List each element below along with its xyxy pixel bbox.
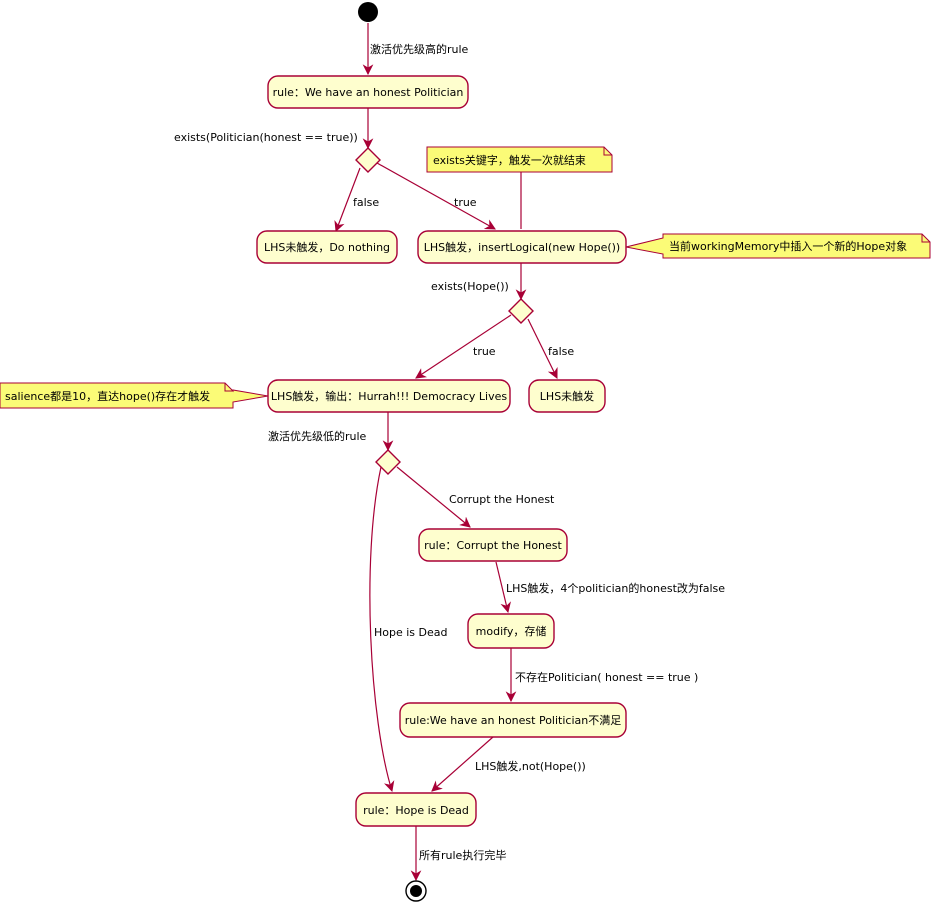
label-no-honest: 不存在Politician( honest == true )	[515, 670, 698, 684]
note-insert-memory-text: 当前workingMemory中插入一个新的Hope对象	[669, 239, 907, 253]
start-node	[358, 2, 378, 22]
decision-honest-exists	[355, 147, 381, 173]
node-rule-hope-dead-label: rule：Hope is Dead	[363, 804, 469, 817]
label-false-1: false	[353, 196, 379, 209]
node-modify-store-label: modify，存储	[476, 624, 547, 638]
edge-decision3-hope-dead	[369, 466, 395, 793]
label-all-done: 所有rule执行完毕	[419, 848, 506, 862]
decision-activate-low	[375, 449, 401, 475]
node-rule-not-satisfied-label: rule:We have an honest Politician不满足	[405, 714, 621, 727]
edge-labels: 激活优先级高的rule exists(Politician(honest == …	[174, 42, 725, 862]
node-lhs-no-label: LHS未触发，Do nothing	[264, 240, 390, 254]
node-lhs-no: LHS未触发，Do nothing	[256, 230, 398, 264]
edges	[334, 23, 558, 882]
node-rule-corrupt-label: rule：Corrupt the Honest	[424, 539, 562, 552]
note-insert-memory: 当前workingMemory中插入一个新的Hope对象	[625, 233, 931, 259]
edge-decision2-true	[415, 314, 512, 379]
node-lhs-not-fired-label: LHS未触发	[540, 389, 594, 403]
label-hope-dead-branch: Hope is Dead	[374, 626, 448, 639]
note-exists-keyword-text: exists关键字，触发一次就结束	[433, 153, 586, 167]
node-rule-honest-label: rule：We have an honest Politician	[273, 86, 464, 99]
node-lhs-hurrah-label: LHS触发，输出：Hurrah!!! Democracy Lives	[271, 389, 507, 403]
node-lhs-hurrah: LHS触发，输出：Hurrah!!! Democracy Lives	[267, 379, 511, 413]
label-lhs-not-hope: LHS触发,not(Hope())	[475, 759, 586, 773]
node-rule-honest: rule：We have an honest Politician	[267, 75, 469, 109]
edge-decision1-false	[334, 167, 361, 233]
edge-corrupt-to-modify	[495, 561, 511, 614]
label-exists-politician: exists(Politician(honest == true))	[174, 131, 358, 144]
label-exists-hope: exists(Hope())	[431, 280, 509, 293]
node-lhs-insert: LHS触发，insertLogical(new Hope())	[417, 230, 627, 264]
label-activate-low: 激活优先级低的rule	[268, 429, 367, 443]
label-false-2: false	[548, 345, 574, 358]
node-rule-not-satisfied: rule:We have an honest Politician不满足	[399, 702, 627, 738]
label-true-1: true	[454, 196, 477, 209]
edge-not-satisfied-to-hope-dead	[431, 736, 494, 792]
note-salience: salience都是10，直达hope()存在才触发	[0, 382, 269, 409]
label-true-2: true	[473, 345, 496, 358]
edge-decision3-corrupt	[396, 466, 471, 528]
node-rule-corrupt: rule：Corrupt the Honest	[418, 528, 568, 562]
label-activate-high: 激活优先级高的rule	[370, 42, 469, 56]
label-corrupt-branch: Corrupt the Honest	[449, 493, 555, 506]
node-lhs-not-fired: LHS未触发	[528, 379, 606, 413]
note-salience-text: salience都是10，直达hope()存在才触发	[5, 389, 210, 403]
edge-decision2-false	[527, 318, 558, 379]
node-rule-hope-dead: rule：Hope is Dead	[355, 792, 477, 827]
node-lhs-insert-label: LHS触发，insertLogical(new Hope())	[424, 240, 620, 254]
node-modify-store: modify，存储	[467, 613, 555, 649]
end-node	[405, 880, 427, 902]
edge-decision1-true	[376, 162, 496, 230]
label-lhs-fired-four: LHS触发，4个politician的honest改为false	[506, 581, 725, 595]
note-exists-keyword: exists关键字，触发一次就结束	[426, 146, 613, 173]
decision-hope-exists	[508, 298, 534, 324]
